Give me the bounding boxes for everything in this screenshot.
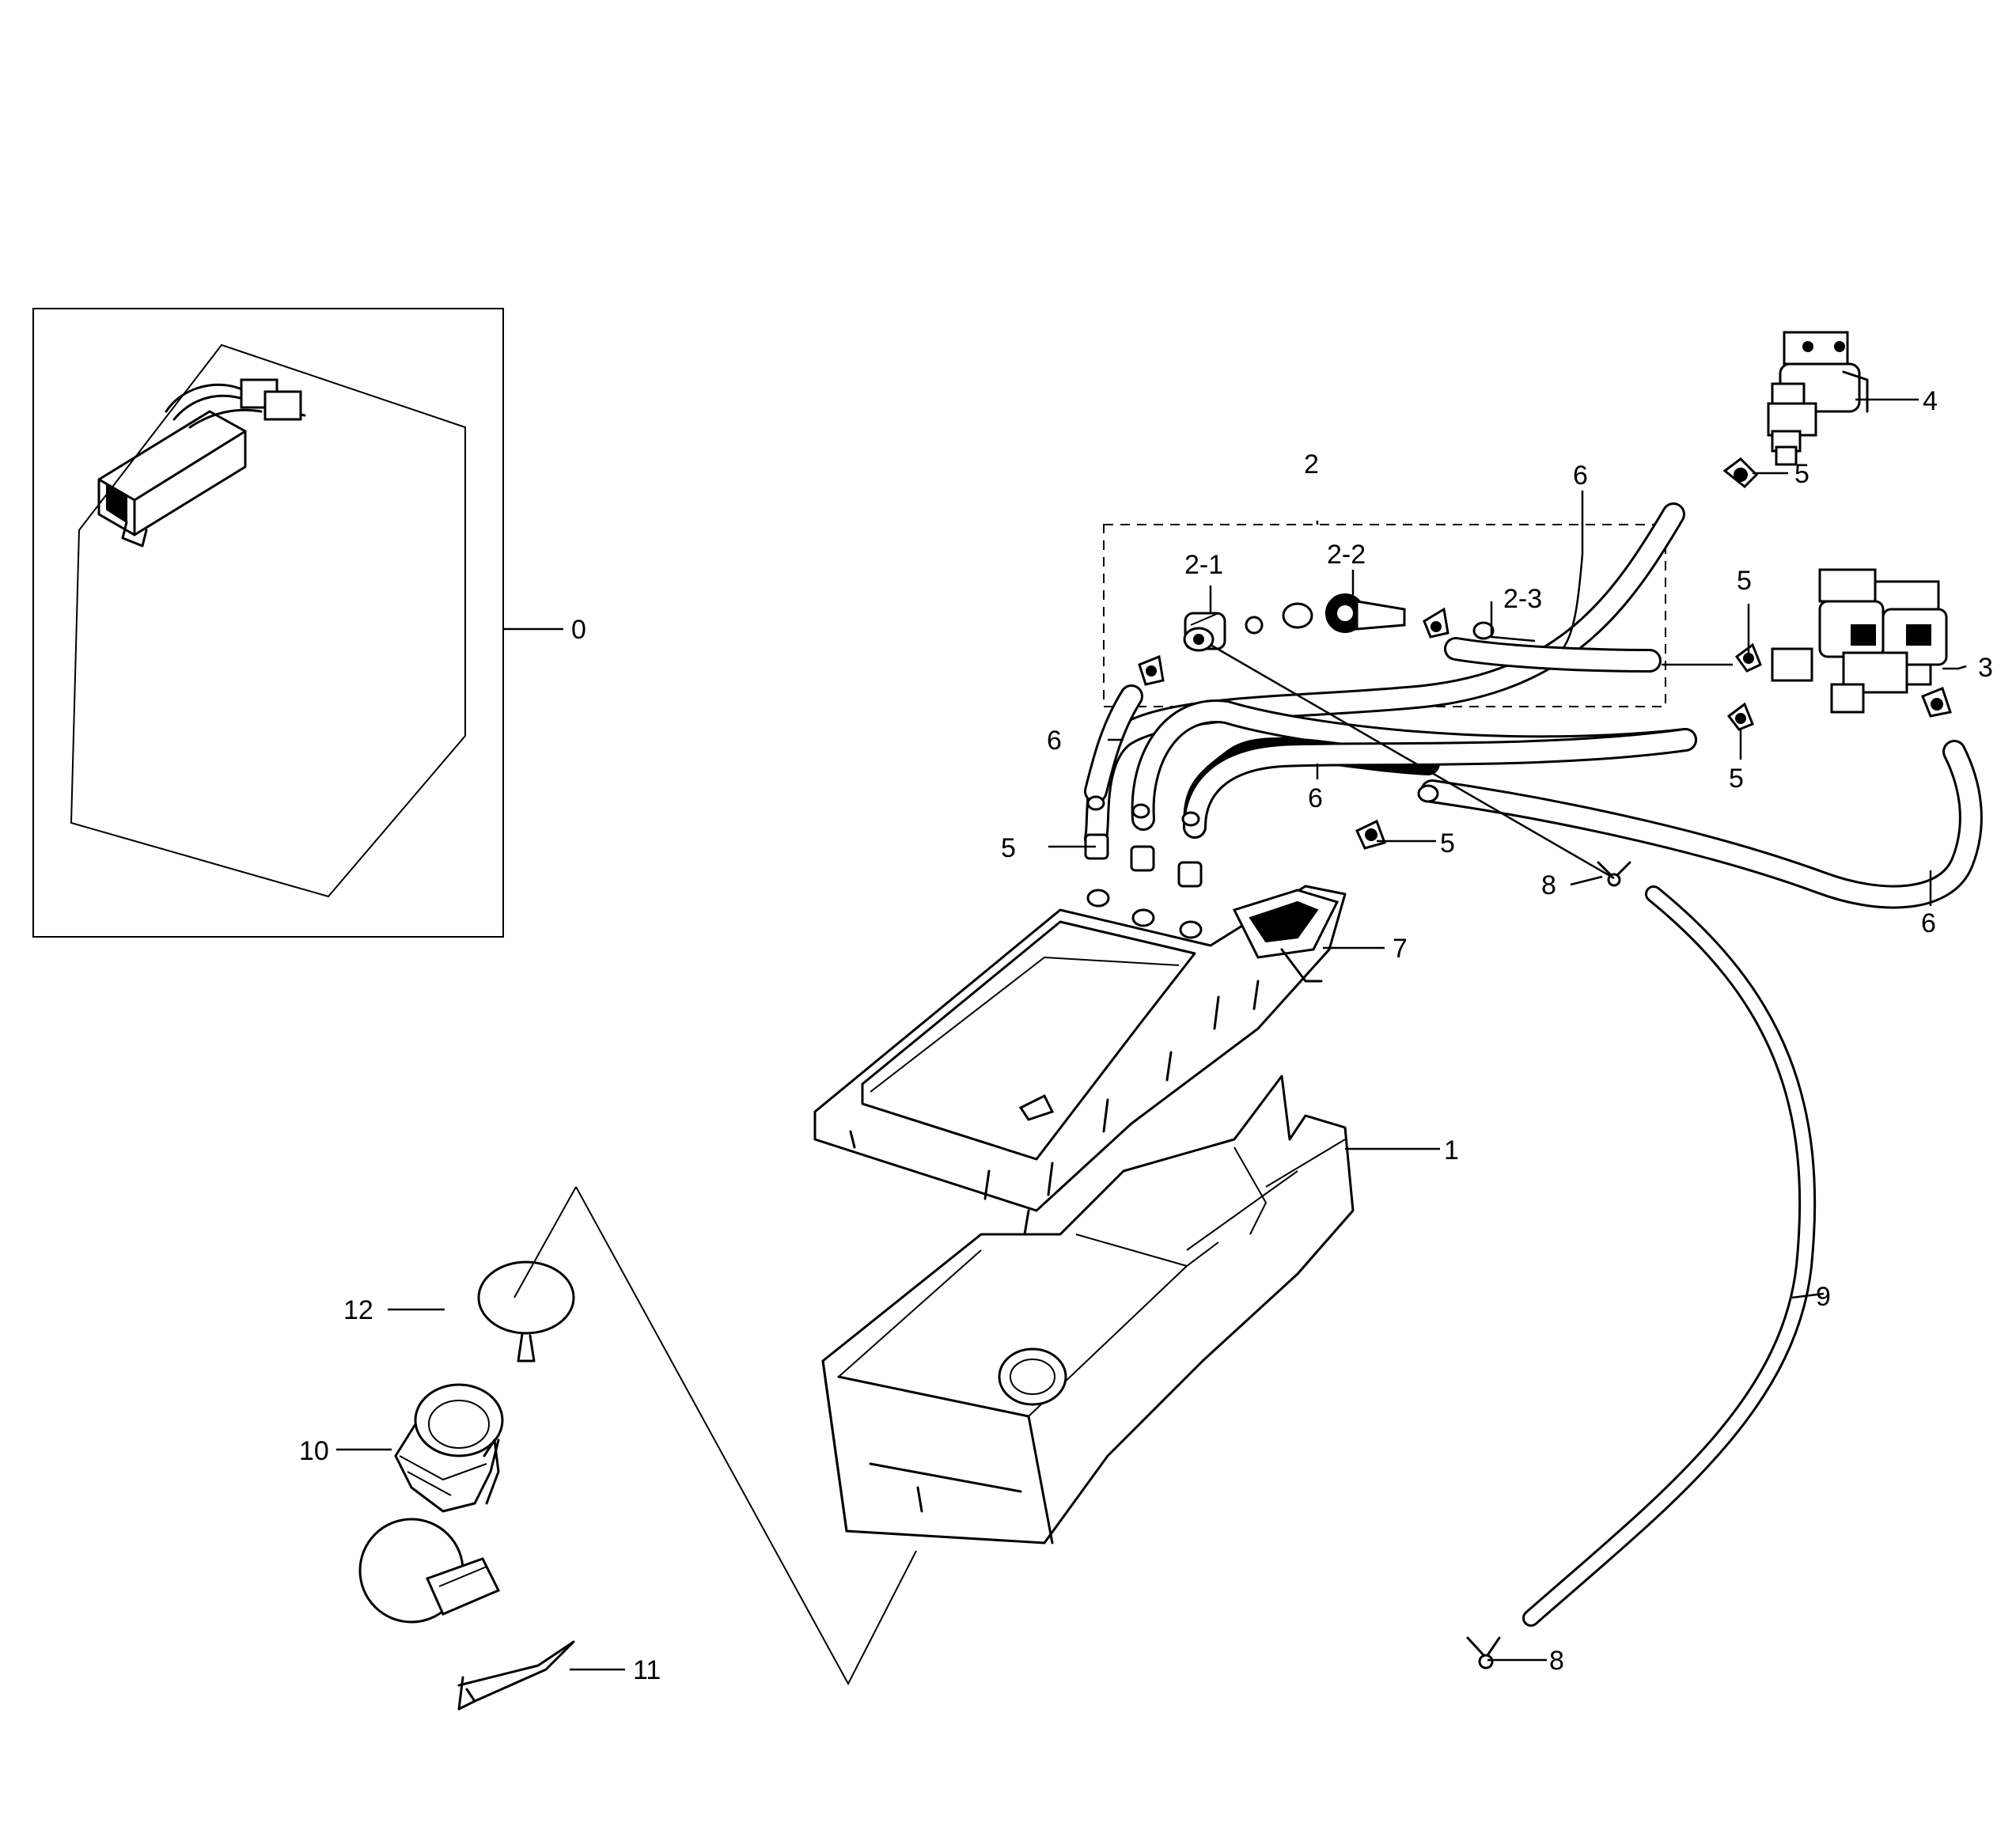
clip-left-box bbox=[1138, 654, 1165, 686]
leader-lines bbox=[336, 398, 1967, 1671]
clamp-left-1 bbox=[1084, 795, 1110, 908]
callout-0: 0 bbox=[571, 615, 586, 645]
ground-wire bbox=[1210, 643, 1615, 880]
callout-7: 7 bbox=[1393, 934, 1408, 964]
clip-8-top bbox=[1597, 861, 1631, 887]
callout-6-c: 6 bbox=[1308, 783, 1323, 813]
bellows-10 bbox=[358, 1383, 504, 1624]
o-ring-small bbox=[1245, 616, 1264, 635]
flow-meter-2-1 bbox=[1183, 612, 1226, 652]
callout-5-a: 5 bbox=[1794, 459, 1809, 489]
callout-2: 2 bbox=[1304, 449, 1319, 479]
callouts: 0 1 2 2-1 2-2 2-3 3 4 5 5 5 5 5 6 6 6 6 … bbox=[299, 386, 1993, 1685]
wire-clamp-12 bbox=[477, 1260, 575, 1363]
clamp-left-2 bbox=[1130, 803, 1155, 927]
detail-zoom-lines bbox=[575, 1186, 917, 1686]
clamp-left-3 bbox=[1177, 811, 1203, 939]
callout-11: 11 bbox=[633, 1655, 661, 1685]
callout-3: 3 bbox=[1978, 653, 1993, 683]
hoses bbox=[1084, 502, 1983, 1627]
callout-4: 4 bbox=[1923, 386, 1938, 416]
inset-outline bbox=[70, 343, 466, 898]
drawer-housing-1 bbox=[821, 1074, 1355, 1544]
callout-6-b: 6 bbox=[1047, 726, 1062, 756]
callout-5-e: 5 bbox=[1440, 828, 1455, 858]
filter-2-2 bbox=[1325, 593, 1406, 633]
callout-5-c: 5 bbox=[1729, 764, 1744, 794]
o-ring-2-3 bbox=[1472, 621, 1495, 640]
clip-in-box bbox=[1423, 607, 1449, 639]
water-valve-4 bbox=[1767, 331, 1869, 466]
clamp-valve-3-a bbox=[1734, 642, 1762, 673]
callout-6-a: 6 bbox=[1573, 460, 1588, 491]
clip-8-bottom bbox=[1466, 1636, 1501, 1670]
callout-5-d: 5 bbox=[1001, 833, 1016, 863]
water-valve-3 bbox=[1771, 568, 1948, 714]
inset-frame bbox=[32, 308, 504, 938]
inset-drawer-assembly-icon bbox=[97, 378, 306, 548]
callout-2-3: 2-3 bbox=[1503, 584, 1542, 614]
clamp-right bbox=[1355, 784, 1439, 850]
callout-5-b: 5 bbox=[1737, 566, 1752, 596]
clamp-valve-4 bbox=[1722, 457, 1759, 489]
clamp-valve-3-b bbox=[1726, 702, 1754, 731]
callout-8-b: 8 bbox=[1549, 1646, 1564, 1676]
drawer-top-cover-7 bbox=[813, 885, 1347, 1236]
wire-clamp-11 bbox=[457, 1640, 575, 1711]
callout-2-2: 2-2 bbox=[1327, 540, 1366, 570]
o-ring bbox=[1282, 602, 1313, 629]
callout-6-d: 6 bbox=[1921, 908, 1936, 938]
clamp-valve-3-c bbox=[1921, 687, 1952, 718]
callout-8-a: 8 bbox=[1541, 870, 1556, 900]
callout-1: 1 bbox=[1444, 1135, 1459, 1165]
callout-9: 9 bbox=[1816, 1282, 1831, 1312]
callout-10: 10 bbox=[299, 1436, 329, 1466]
assembly-inset bbox=[32, 308, 504, 938]
part-2-group-box bbox=[1103, 524, 1666, 707]
callout-2-1: 2-1 bbox=[1184, 550, 1223, 580]
callout-12: 12 bbox=[343, 1295, 373, 1325]
